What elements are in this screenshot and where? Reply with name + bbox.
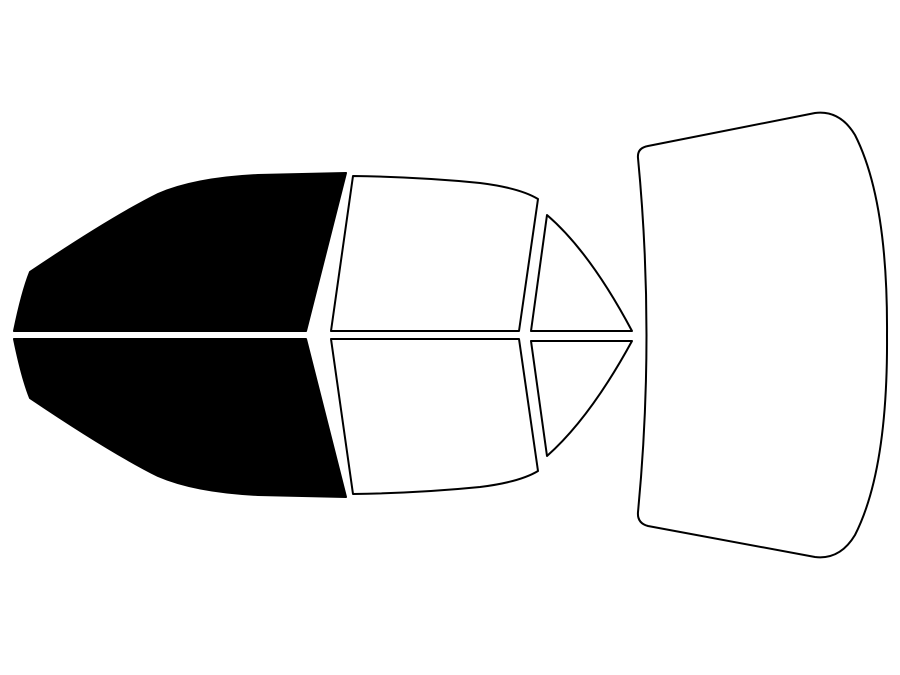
rear-quarter-window-lower[interactable] [530, 340, 633, 457]
rear-quarter-window-upper[interactable] [530, 214, 633, 332]
front-side-window-upper[interactable] [13, 172, 347, 332]
rear-side-window-upper[interactable] [330, 175, 539, 332]
front-side-window-lower[interactable] [13, 338, 347, 498]
rear-side-window-lower[interactable] [330, 338, 539, 495]
rear-windshield[interactable] [636, 111, 889, 559]
